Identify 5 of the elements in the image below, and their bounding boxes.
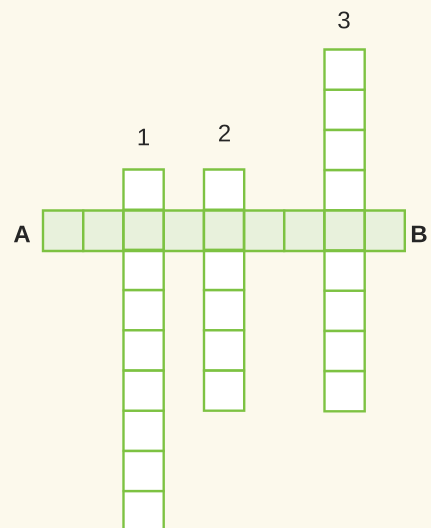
clue-number: 3 (338, 12, 350, 28)
row-letter: A (14, 226, 30, 242)
clue-number: 2 (219, 124, 230, 142)
clue-number: 1 (138, 128, 149, 146)
row-letter: B (412, 226, 427, 242)
